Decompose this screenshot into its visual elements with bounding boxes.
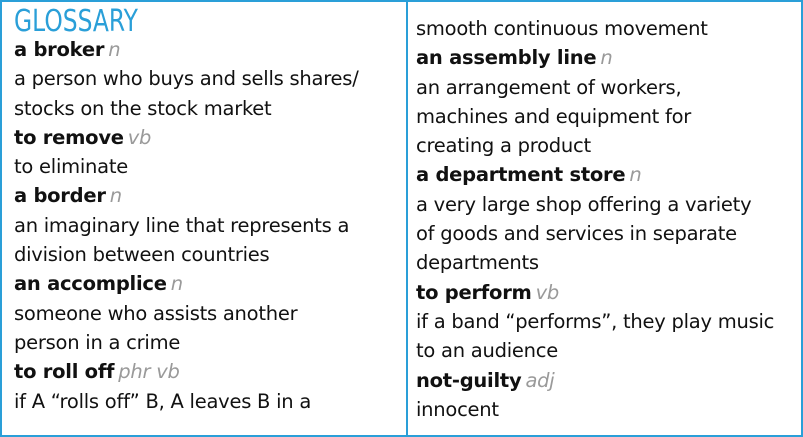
continuation-line: smooth continuous movement <box>416 17 708 40</box>
entry-definition-line: an arrangement of workers, <box>416 75 682 99</box>
glossary-title: GLOSSARY <box>14 4 138 39</box>
entry-definition-line: division between countries <box>14 243 270 267</box>
entry-term: to perform <box>416 280 532 304</box>
entry-term: a department store <box>416 163 626 187</box>
part-of-speech: vb <box>535 280 560 304</box>
entry-definition-line: of goods and services in separate <box>416 222 737 246</box>
entry-term: not-guilty <box>416 368 522 392</box>
entry-term: an assembly line <box>416 46 597 70</box>
part-of-speech: n <box>629 163 642 187</box>
part-of-speech: n <box>170 272 183 296</box>
part-of-speech: phr vb <box>118 360 180 384</box>
entry-term: to roll off <box>14 360 115 384</box>
entry-term: a border <box>14 184 106 208</box>
entry-definition-line: departments <box>416 251 539 275</box>
part-of-speech: n <box>108 38 121 61</box>
entry-definition-line: stocks on the stock market <box>14 96 272 120</box>
glossary-right-column: smooth continuous movement an assembly l… <box>416 14 774 424</box>
entry-definition-line: to an audience <box>416 339 558 363</box>
entry-definition-line: machines and equipment for <box>416 104 692 128</box>
entry-term: an accomplice <box>14 272 167 296</box>
entry-definition-line: creating a product <box>416 134 591 158</box>
part-of-speech: n <box>600 46 613 70</box>
entry-term: to remove <box>14 125 124 149</box>
entry-definition-line: innocent <box>416 397 499 421</box>
entry-definition-line: an imaginary line that represents a <box>14 213 350 237</box>
part-of-speech: n <box>109 184 122 208</box>
entry-definition-line: to eliminate <box>14 155 128 179</box>
part-of-speech: adj <box>525 368 555 392</box>
entry-definition-line: a person who buys and sells shares/ <box>14 67 359 91</box>
part-of-speech: vb <box>127 125 152 149</box>
entry-definition-line: someone who assists another <box>14 301 298 325</box>
column-divider <box>406 0 408 437</box>
entry-definition-line: if a band “performs”, they play music <box>416 309 775 333</box>
entry-definition-line: if A “rolls off” B, A leaves B in a <box>14 389 312 413</box>
entry-term: a broker <box>14 38 105 61</box>
entry-definition-line: a very large shop offering a variety <box>416 192 752 216</box>
entry-definition-line: person in a crime <box>14 330 181 354</box>
